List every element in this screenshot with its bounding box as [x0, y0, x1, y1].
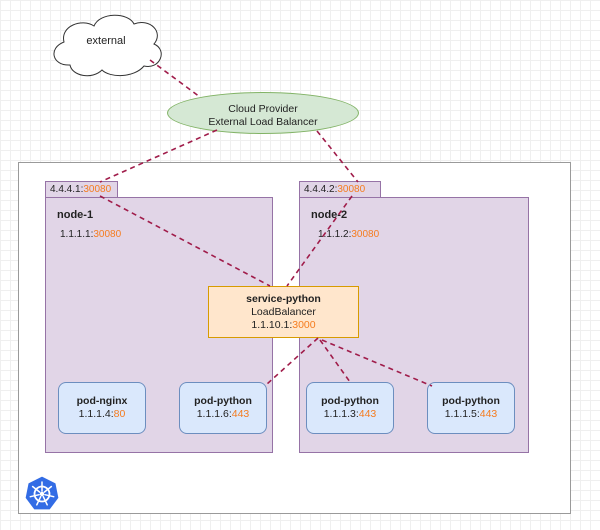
service-python-box: service-python LoadBalancer 1.1.10.1:300… [208, 286, 359, 338]
external-label: external [86, 35, 126, 47]
pod-ip: 1.1.1.3: [323, 408, 359, 420]
pod-address: 1.1.1.4:80 [59, 408, 145, 421]
service-name: service-python [246, 293, 321, 305]
node-2-ip: 1.1.1.2: [318, 229, 352, 240]
pod-name: pod-python [442, 395, 500, 407]
pod-port: 443 [479, 408, 498, 420]
pod-python-node-1: pod-python 1.1.1.6:443 [179, 382, 267, 434]
edge-external-to-lb [149, 59, 201, 98]
node-1-label: node-1 [57, 209, 94, 221]
pod-name: pod-python [321, 395, 379, 407]
node-1-external-port: 30080 [83, 184, 112, 195]
node-1-ip-label: 1.1.1.1:30080 [60, 229, 121, 240]
node-2-ip-label: 1.1.1.2:30080 [318, 229, 379, 240]
pod-ip: 1.1.1.5: [444, 408, 480, 420]
service-port: 3000 [292, 319, 316, 331]
pod-port: 443 [231, 408, 250, 420]
node-1-ip: 1.1.1.1: [60, 229, 94, 240]
pod-address: 1.1.1.3:443 [307, 408, 393, 421]
node-2-port: 30080 [351, 229, 380, 240]
cloud-provider-sublabel: External Load Balancer [208, 116, 318, 128]
service-type: LoadBalancer [251, 306, 316, 318]
pod-port: 80 [113, 408, 126, 420]
pod-ip: 1.1.1.6: [196, 408, 232, 420]
pod-port: 443 [358, 408, 377, 420]
pod-name: pod-python [194, 395, 252, 407]
node-1-external-ip: 4.4.4.1: [50, 184, 84, 195]
service-ip: 1.1.10.1: [251, 319, 293, 331]
node-1-port: 30080 [93, 229, 122, 240]
pod-nginx: pod-nginx 1.1.1.4:80 [58, 382, 146, 434]
cloud-provider-label: Cloud Provider [228, 103, 298, 115]
node-2-external-port: 30080 [337, 184, 366, 195]
node-2-external-ip-tab: 4.4.4.2:30080 [299, 181, 381, 198]
pod-address: 1.1.1.6:443 [180, 408, 266, 421]
pod-name: pod-nginx [76, 395, 128, 407]
pod-ip: 1.1.1.4: [78, 408, 114, 420]
node-1-external-ip-tab: 4.4.4.1:30080 [45, 181, 118, 198]
node-2-label: node-2 [311, 209, 348, 221]
pod-address: 1.1.1.5:443 [428, 408, 514, 421]
pod-python-node-2-b: pod-python 1.1.1.5:443 [427, 382, 515, 434]
node-2-external-ip: 4.4.4.2: [304, 184, 338, 195]
cloud-provider-load-balancer: Cloud Provider External Load Balancer [167, 92, 359, 134]
service-address: 1.1.10.1:3000 [209, 319, 358, 332]
pod-python-node-2-a: pod-python 1.1.1.3:443 [306, 382, 394, 434]
